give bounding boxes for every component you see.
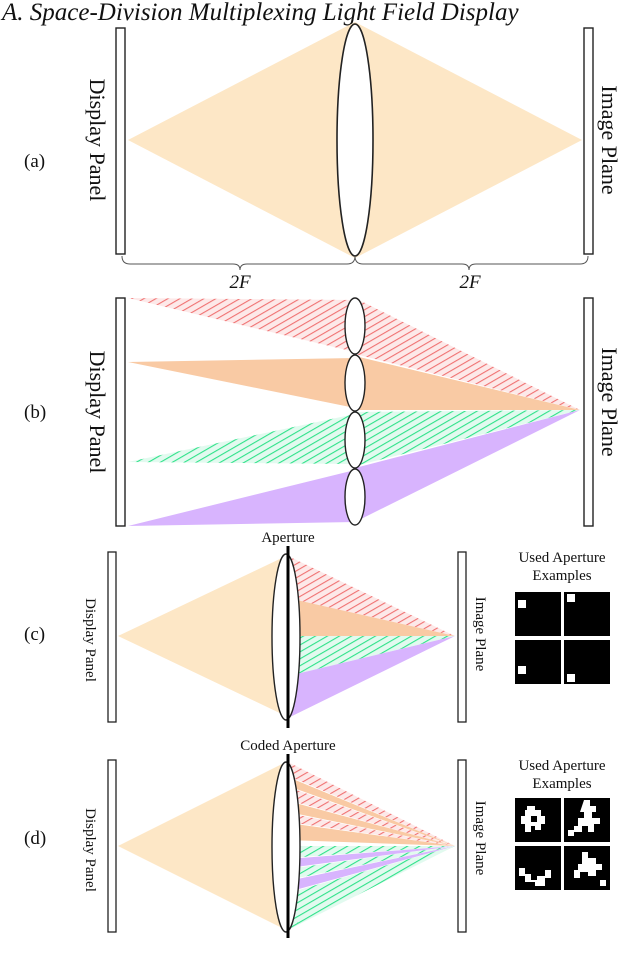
image-plane-bar	[583, 297, 594, 527]
panel-label-b: (b)	[24, 402, 46, 423]
biconvex-lens-icon	[344, 468, 366, 526]
display-panel-label: Display Panel	[82, 808, 98, 892]
aperture-mask-icon	[515, 592, 561, 636]
beam-orange-out	[288, 777, 455, 846]
image-plane-bar	[457, 759, 467, 933]
biconvex-lens-icon	[344, 297, 366, 355]
distance-label-right: 2F	[459, 272, 481, 293]
beam-green-in	[128, 414, 355, 464]
beam-purple-out	[288, 846, 455, 892]
beam-orange-out	[355, 356, 580, 410]
biconvex-lens-icon	[336, 23, 374, 257]
beam-orange-in	[128, 358, 355, 408]
beam-red-in	[128, 298, 355, 352]
aperture-mask-icon	[515, 640, 561, 684]
biconvex-lens-icon	[271, 553, 301, 721]
panel-label-d: (d)	[24, 828, 46, 849]
panel-a: Display Panel Image Plane (a) 2F 2F	[24, 22, 622, 293]
image-plane-label: Image Plane	[597, 85, 622, 194]
beam-orange-out	[288, 801, 455, 846]
panel-label-c: (c)	[24, 624, 45, 645]
panel-d: Coded Aperture Display Panel Image Plane…	[24, 738, 610, 938]
image-plane-bar	[457, 551, 467, 723]
beam-purple-out	[355, 410, 580, 522]
distance-brace-right	[354, 255, 589, 271]
image-plane-label: Image Plane	[597, 347, 622, 456]
aperture-mask-icon	[564, 640, 610, 684]
beam-red-out	[288, 762, 455, 846]
aperture-mask-icon	[564, 846, 610, 890]
panel-label-a: (a)	[24, 151, 45, 172]
aperture-mask-icon	[515, 846, 561, 890]
aperture-label: Aperture	[261, 530, 315, 546]
beam-purple-out	[288, 846, 455, 868]
distance-label-left: 2F	[229, 272, 251, 293]
display-panel-label: Display Panel	[82, 598, 98, 682]
aperture-mask-icon	[564, 592, 610, 636]
beam-orange-out	[288, 823, 455, 846]
beam-green-out	[288, 846, 455, 930]
image-plane-label: Image Plane	[472, 597, 488, 672]
display-panel-label: Display Panel	[85, 351, 110, 474]
light-cone	[355, 22, 582, 258]
panel-c: Aperture Display Panel Image Plane (c) U…	[24, 530, 610, 728]
light-cone	[118, 762, 286, 930]
coded-aperture-label: Coded Aperture	[240, 738, 336, 754]
biconvex-lens-icon	[344, 411, 366, 469]
beam-red-out	[288, 787, 455, 846]
light-cone	[128, 22, 355, 258]
display-panel-label: Display Panel	[85, 79, 110, 202]
distance-brace-left	[121, 255, 356, 271]
beam-purple-in	[128, 470, 355, 526]
image-plane-bar	[583, 27, 594, 255]
light-cone	[118, 556, 286, 716]
beam-red-out	[288, 556, 455, 636]
display-panel-bar	[115, 297, 126, 527]
examples-title: Examples	[532, 776, 591, 792]
beam-green-out	[355, 410, 580, 466]
display-panel-bar	[115, 27, 126, 255]
beam-orange-out	[288, 598, 455, 636]
beam-green-out	[288, 846, 455, 858]
biconvex-lens-icon	[344, 354, 366, 412]
image-plane-label: Image Plane	[472, 801, 488, 876]
examples-title: Used Aperture	[518, 758, 605, 774]
aperture-mask-icon	[564, 798, 610, 842]
section-title: A. Space-Division Multiplexing Light Fie…	[0, 0, 519, 26]
display-panel-bar	[107, 551, 117, 723]
examples-title: Used Aperture	[518, 550, 605, 566]
aperture-mask-icon	[515, 798, 561, 842]
examples-title: Examples	[532, 568, 591, 584]
beam-red-out	[355, 298, 580, 410]
beam-green-out	[288, 846, 455, 880]
display-panel-bar	[107, 759, 117, 933]
beam-red-out	[288, 813, 455, 846]
biconvex-lens-icon	[271, 761, 301, 933]
beam-purple-out	[288, 636, 455, 718]
panel-b: Display Panel Image Plane (b)	[24, 297, 622, 527]
